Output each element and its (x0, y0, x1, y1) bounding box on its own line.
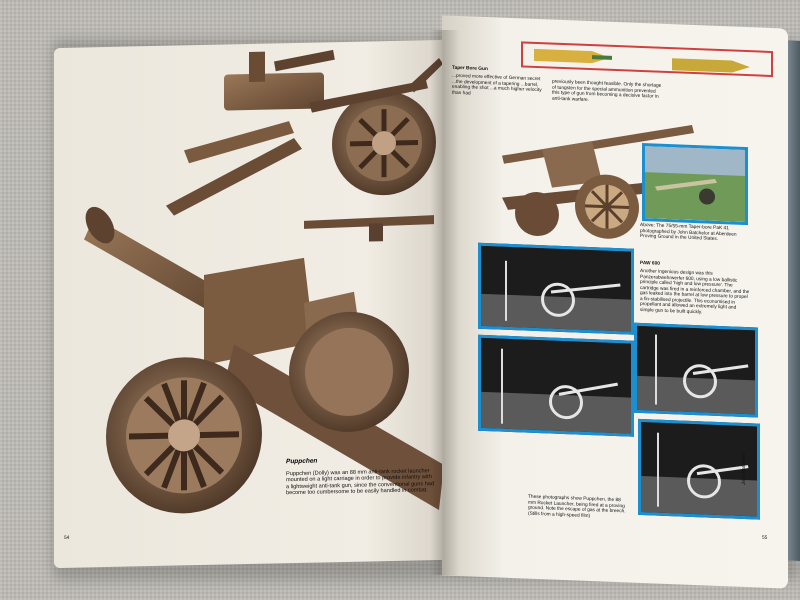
taper-bore-gun-illustration (502, 124, 694, 239)
puppchen-illustration (84, 206, 444, 514)
ammunition-illustration (521, 41, 773, 78)
bw-photo-1 (478, 242, 634, 335)
puppchen-title: Puppchen (286, 458, 317, 466)
left-page-number: 54 (64, 535, 70, 541)
puppchen-caption: Puppchen (Dolly) was an 88 mm anti-tank … (286, 468, 435, 497)
photo-series-caption: These photographs show Puppchen, the 88 … (528, 494, 626, 519)
color-photo-pak41 (642, 143, 748, 226)
right-page-number: 55 (762, 535, 768, 541)
artist-credit: John Batchelor (742, 452, 747, 486)
top-gun-illustration (166, 49, 443, 216)
top-text-left: ...proved more effective of German secre… (452, 73, 542, 97)
left-page-illustrations: Puppchen (84, 49, 444, 514)
left-page: Puppchen Puppchen (Dolly) was an 88 mm a… (54, 39, 444, 569)
right-page-illustrations (502, 41, 773, 239)
pak41-photo-image (645, 146, 745, 222)
bw-photo-3 (634, 322, 758, 418)
bw-photo-2 (478, 334, 634, 437)
right-page: ...proved more effective of German secre… (442, 15, 788, 589)
paw-title: PAW 600 (640, 260, 660, 267)
loose-barrel-illustration (304, 215, 434, 242)
top-text-right: previously been thought feasible. Only t… (552, 79, 662, 103)
paw-text: Another ingenious design was this Panzer… (640, 268, 750, 315)
